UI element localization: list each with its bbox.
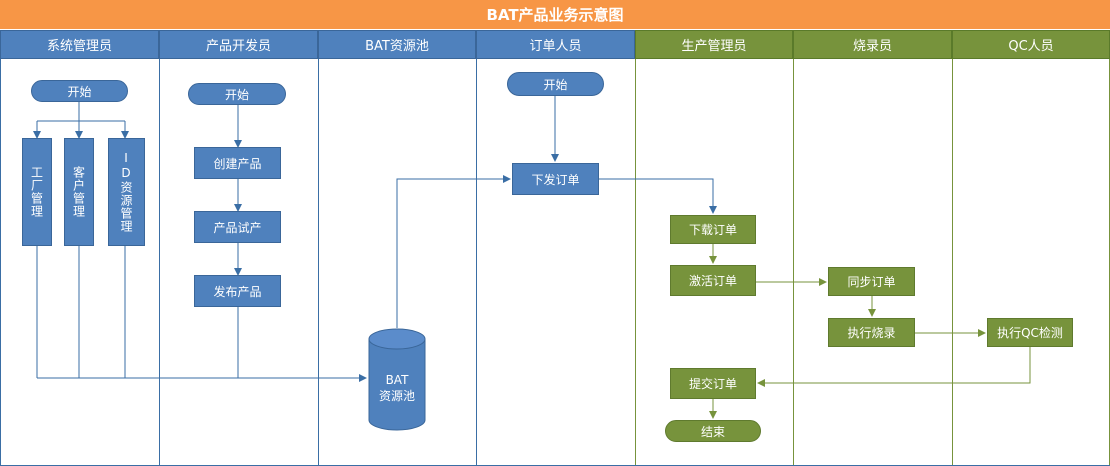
download-order-node: 下载订单: [670, 215, 756, 244]
lane-sys-admin: [0, 59, 159, 465]
lane-product-dev: [159, 59, 318, 465]
execute-burn-node: 执行烧录: [828, 318, 915, 347]
sync-order-node: 同步订单: [828, 267, 915, 296]
edge-pool-to-issue: [396, 175, 511, 328]
lane-header-order-staff: 订单人员: [476, 30, 635, 59]
lane-header-bat-pool: BAT资源池: [318, 30, 476, 59]
lane-header-qc: QC人员: [952, 30, 1110, 59]
lane-production-mgr: [635, 59, 793, 465]
lane-header-burner: 烧录员: [793, 30, 952, 59]
lane-bat-pool: [318, 59, 476, 465]
diagram-title: BAT产品业务示意图: [0, 0, 1110, 29]
customer-mgmt-node: 客户管理: [64, 138, 94, 246]
publish-product-node: 发布产品: [194, 275, 281, 307]
execute-qc-node: 执行QC检测: [987, 318, 1073, 347]
lane-burner: [793, 59, 952, 465]
end-node: 结束: [665, 420, 761, 442]
bat-pool-label-line1: BAT: [385, 373, 409, 387]
order-start-node: 开始: [507, 72, 604, 96]
bat-pool-cylinder: [368, 328, 426, 431]
lane-header-production-mgr: 生产管理员: [635, 30, 793, 59]
lane-order-staff: [476, 59, 635, 465]
lane-header-product-dev: 产品开发员: [159, 30, 318, 59]
edge-qc-submit: [757, 347, 1031, 387]
factory-mgmt-node: 工厂管理: [22, 138, 52, 246]
activate-order-node: 激活订单: [670, 265, 756, 296]
create-product-node: 创建产品: [194, 147, 281, 179]
edge-issue-to-download: [599, 178, 717, 214]
dev-start-node: 开始: [188, 83, 286, 105]
bat-pool-label: BAT 资源池: [369, 372, 425, 404]
lane-header-sys-admin: 系统管理员: [0, 30, 159, 59]
bat-pool-label-line2: 资源池: [378, 389, 415, 403]
product-trial-node: 产品试产: [194, 211, 281, 243]
sys-start-node: 开始: [31, 80, 128, 102]
submit-order-node: 提交订单: [670, 368, 756, 399]
issue-order-node: 下发订单: [512, 163, 599, 195]
id-resource-mgmt-node: ID资源管理: [108, 138, 145, 246]
